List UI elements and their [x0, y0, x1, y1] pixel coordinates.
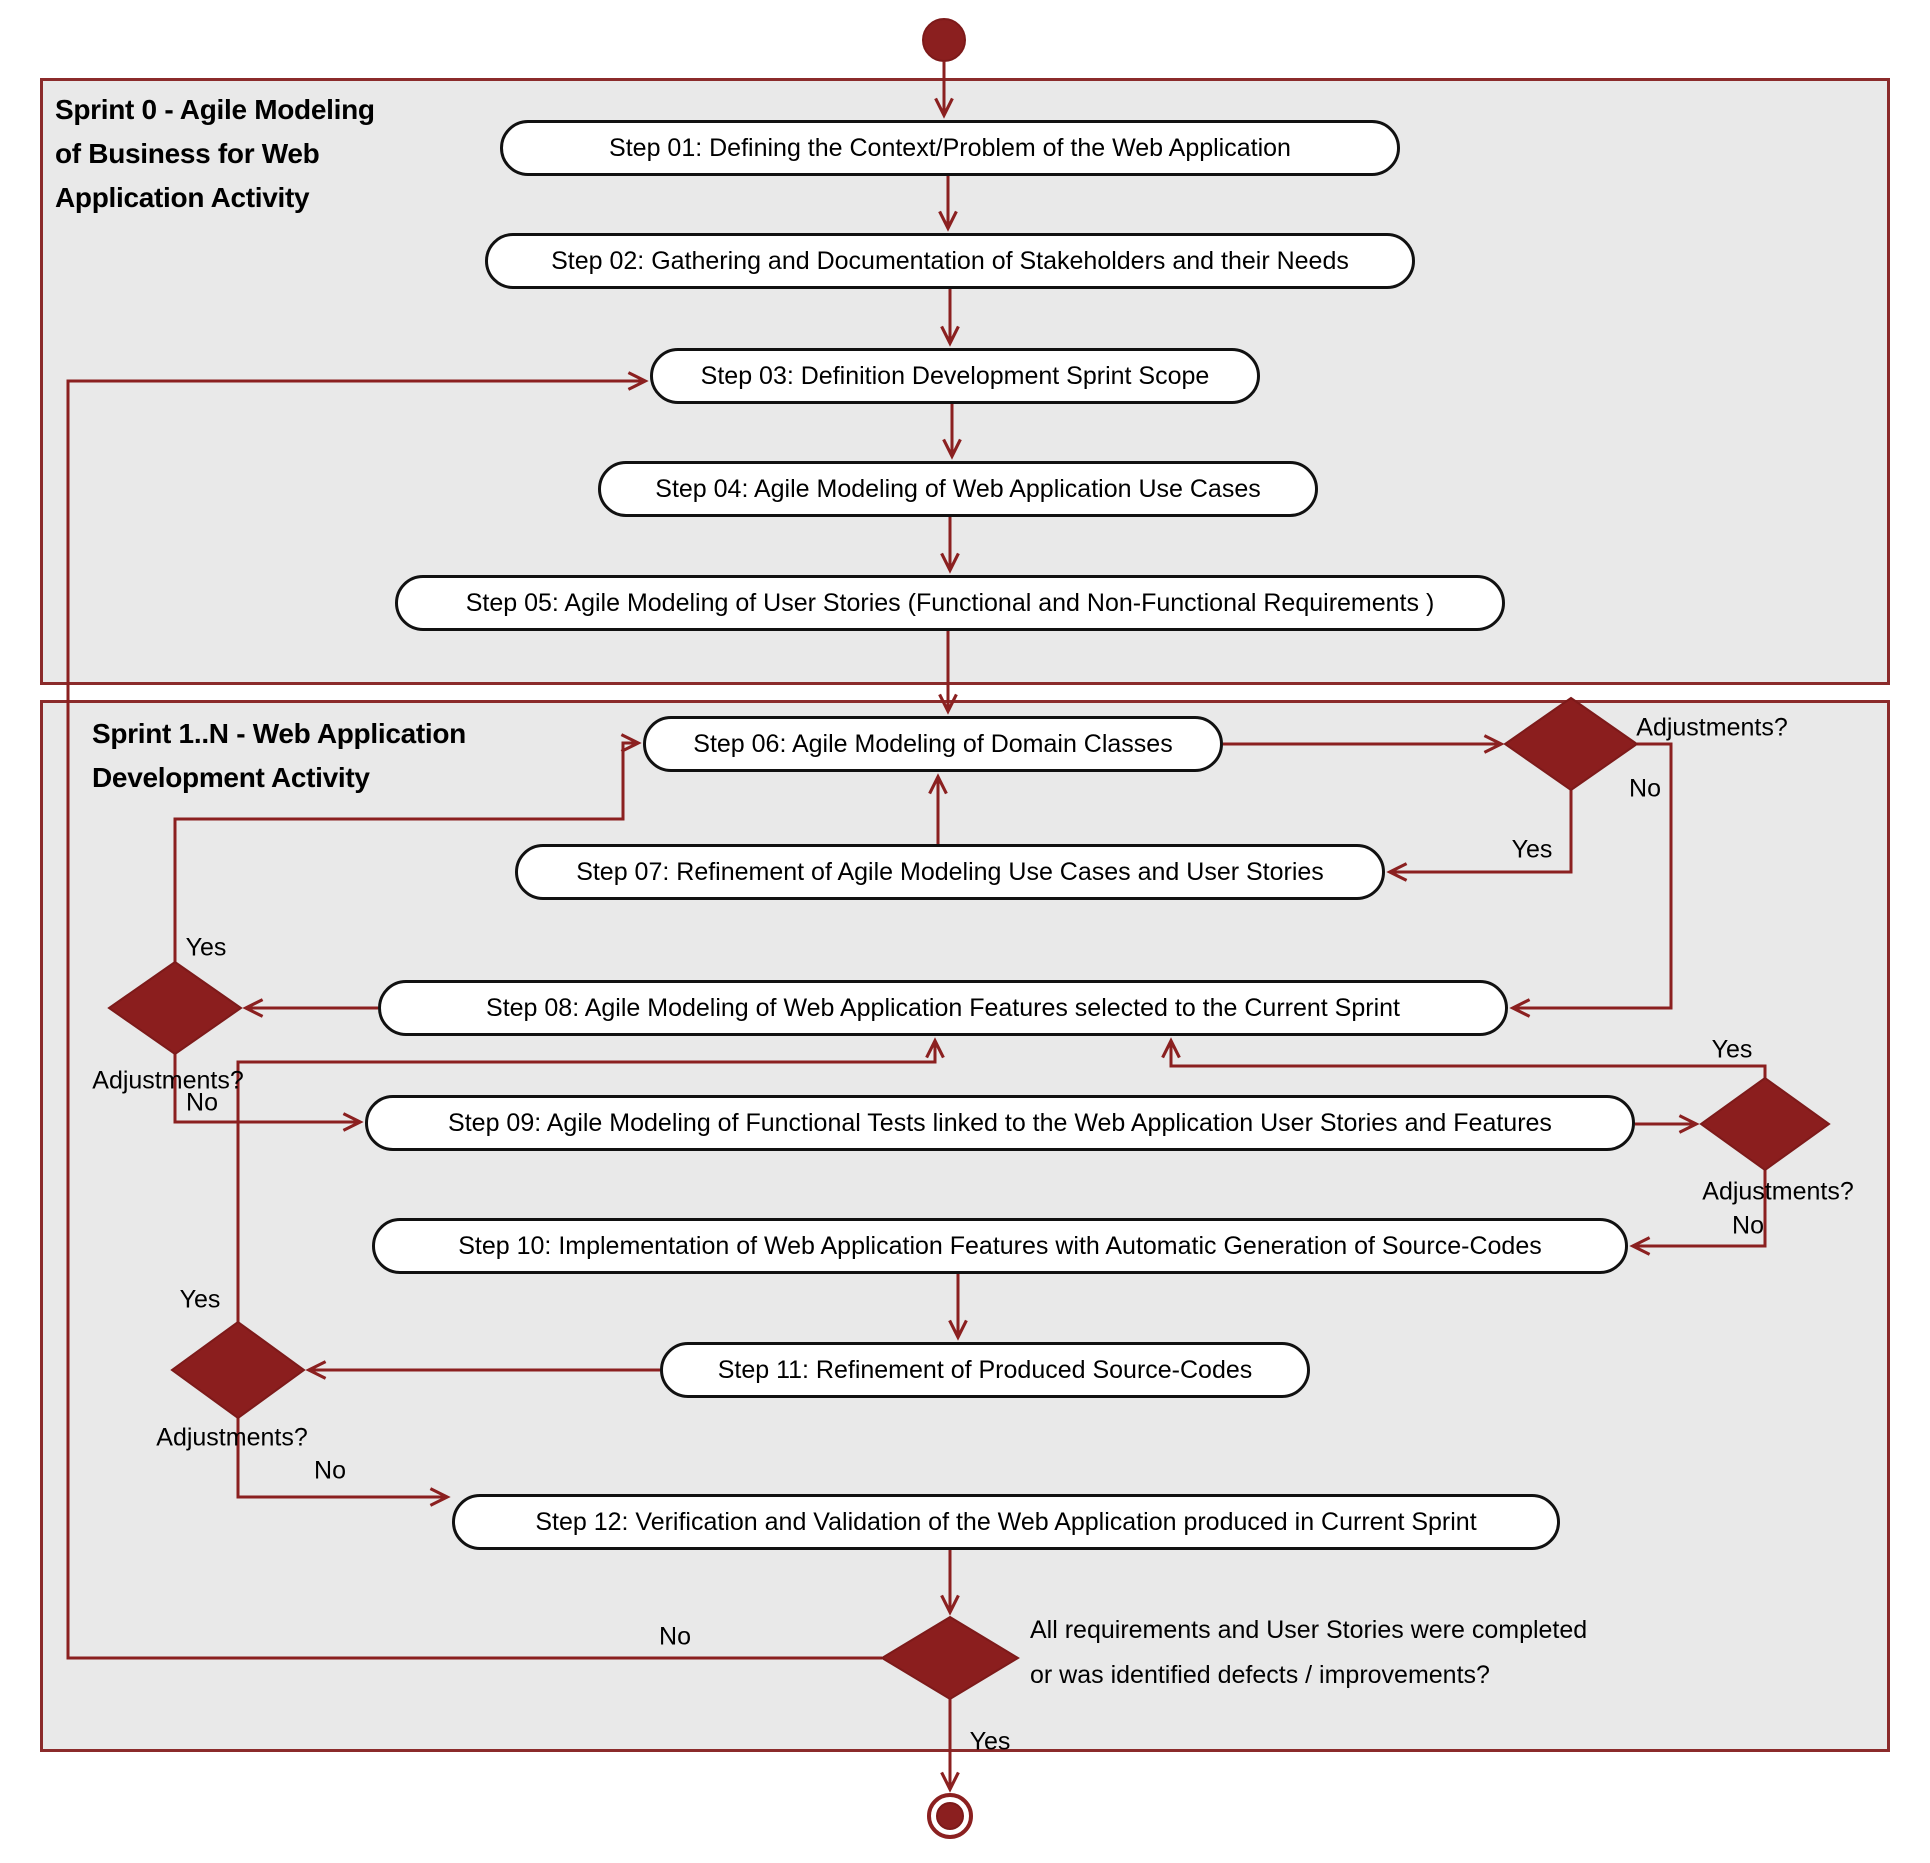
decision3-yes-label: Yes — [1711, 1035, 1753, 1064]
sprint0-label-line1: Sprint 0 - Agile Modeling — [55, 94, 375, 125]
decision4-yes-label: Yes — [179, 1285, 221, 1314]
decision-adjustments-after-step08 — [107, 960, 243, 1056]
step-10: Step 10: Implementation of Web Applicati… — [372, 1218, 1628, 1274]
sprint1n-label-line1: Sprint 1..N - Web Application — [92, 718, 466, 749]
edge-final-no-step03 — [66, 371, 882, 1660]
step-05: Step 05: Agile Modeling of User Stories … — [395, 575, 1505, 631]
decision-adjustments-after-step09 — [1699, 1076, 1831, 1172]
decision2-question-label: Adjustments? — [92, 1066, 244, 1095]
edge-decision3-no-step10 — [1629, 1170, 1767, 1256]
sprint0-label: Sprint 0 - Agile Modeling of Business fo… — [55, 88, 375, 220]
final-decision-question-line1: All requirements and User Stories were c… — [1030, 1616, 1588, 1644]
decision3-question-label: Adjustments? — [1702, 1177, 1854, 1206]
edge-decision2-no-step09 — [173, 1054, 364, 1132]
final-decision-yes-label: Yes — [969, 1727, 1011, 1756]
step-11: Step 11: Refinement of Produced Source-C… — [660, 1342, 1310, 1398]
sprint0-label-line2: of Business for Web — [55, 138, 320, 169]
decision2-no-label: No — [186, 1088, 218, 1117]
edge-decision1-yes-step07 — [1386, 790, 1573, 882]
decision1-no-label: No — [1629, 774, 1661, 803]
start-node — [922, 18, 966, 62]
step-07: Step 07: Refinement of Agile Modeling Us… — [515, 844, 1385, 900]
final-decision-question: All requirements and User Stories were c… — [1030, 1608, 1587, 1698]
decision2-yes-label: Yes — [185, 933, 227, 962]
edge-decision4-yes-step08 — [236, 1037, 945, 1322]
decision4-no-label: No — [314, 1456, 346, 1485]
step-04: Step 04: Agile Modeling of Web Applicati… — [598, 461, 1318, 517]
step-12: Step 12: Verification and Validation of … — [452, 1494, 1560, 1550]
decision-adjustments-after-step06 — [1503, 696, 1639, 792]
step-08: Step 08: Agile Modeling of Web Applicati… — [378, 980, 1508, 1036]
sprint1n-label: Sprint 1..N - Web Application Developmen… — [92, 712, 466, 800]
sprint1n-label-line2: Development Activity — [92, 762, 370, 793]
final-decision-question-line2: or was identified defects / improvements… — [1030, 1661, 1490, 1689]
step-03: Step 03: Definition Development Sprint S… — [650, 348, 1260, 404]
decision4-question-label: Adjustments? — [156, 1423, 308, 1452]
step-06: Step 06: Agile Modeling of Domain Classe… — [643, 716, 1223, 772]
decision1-question-label: Adjustments? — [1636, 713, 1788, 742]
end-node-core — [936, 1802, 964, 1830]
step-01: Step 01: Defining the Context/Problem of… — [500, 120, 1400, 176]
decision3-no-label: No — [1732, 1211, 1764, 1240]
decision1-yes-label: Yes — [1511, 835, 1553, 864]
decision-adjustments-after-step11 — [170, 1320, 306, 1420]
final-decision-no-label: No — [659, 1622, 691, 1651]
edge-decision3-yes-step08 — [1161, 1037, 1767, 1078]
edge-decision2-yes-step06 — [173, 733, 642, 962]
edge-decision4-no-step12 — [236, 1418, 451, 1507]
step-02: Step 02: Gathering and Documentation of … — [485, 233, 1415, 289]
step-09: Step 09: Agile Modeling of Functional Te… — [365, 1095, 1635, 1151]
edge-decision1-no-step08 — [1509, 742, 1673, 1018]
decision-final-completion-check — [880, 1615, 1020, 1701]
sprint0-label-line3: Application Activity — [55, 182, 310, 213]
